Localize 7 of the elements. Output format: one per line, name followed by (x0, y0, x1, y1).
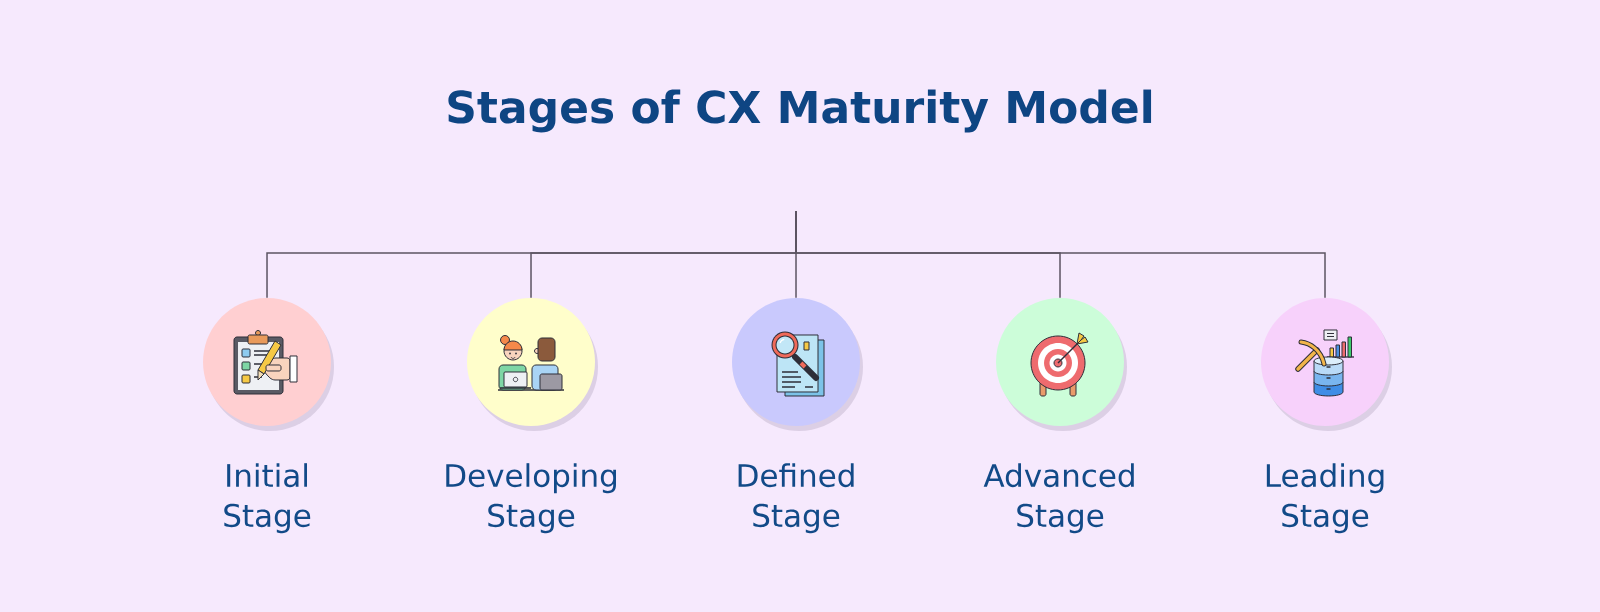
stage-label: Initial Stage (224, 463, 311, 534)
stage-label: Advanced Stage (983, 463, 1134, 534)
stage-label: Defined Stage (738, 463, 854, 534)
connector-line (795, 210, 1326, 299)
stage-label: Leading Stage (1266, 463, 1384, 534)
stage-label: Developing Stage (446, 463, 616, 534)
title: Stages of CX Maturity Model (448, 89, 1152, 133)
